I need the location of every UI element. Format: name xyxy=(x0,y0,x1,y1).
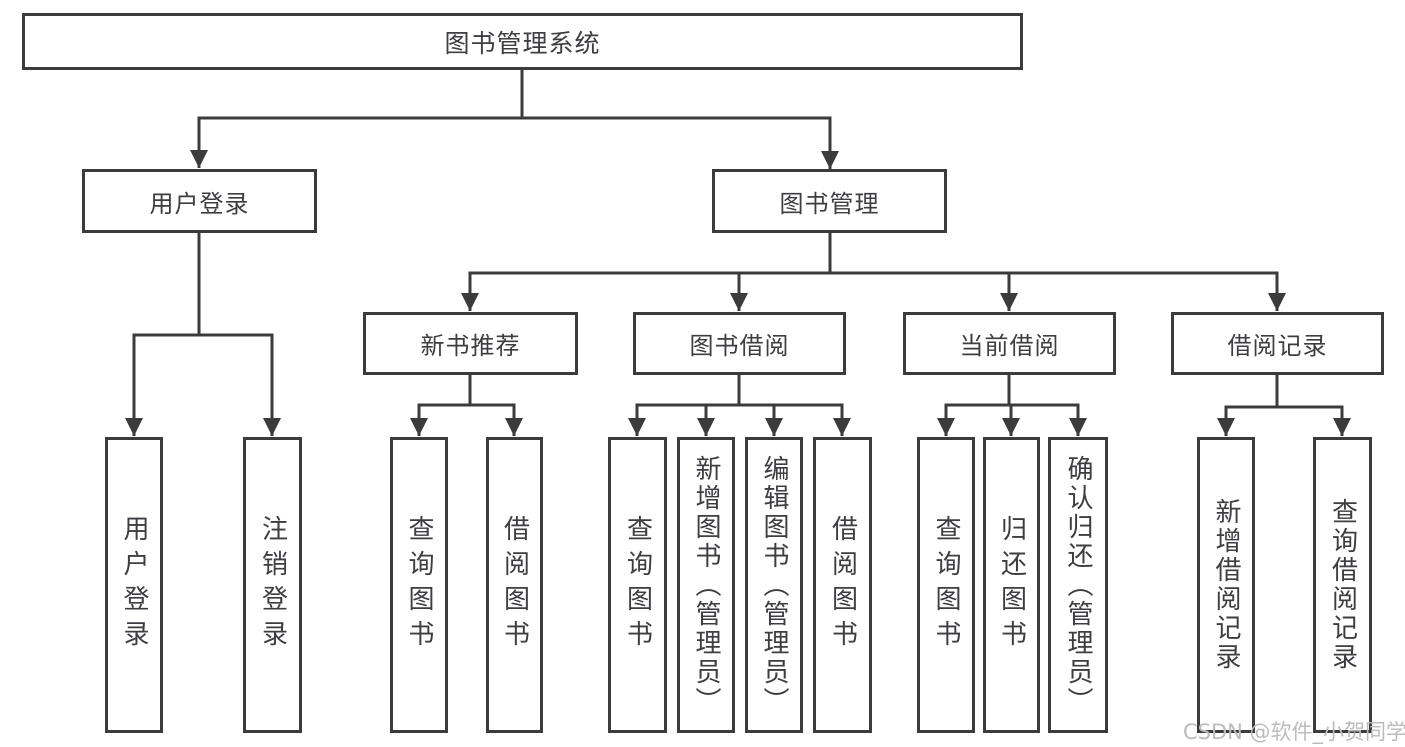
leaf-query-borrow-record: 查询借阅记录 xyxy=(1313,437,1372,733)
connector-book-borrow xyxy=(628,375,851,436)
connector-user-login xyxy=(125,233,281,436)
node-label: 查询图书 xyxy=(622,515,653,655)
node-label: 借阅图书 xyxy=(827,515,858,655)
leaf-user-login: 用户登录 xyxy=(105,437,163,733)
leaf-edit-books-admin: 编辑图书（管理员） xyxy=(745,437,803,733)
csdn-watermark: CSDN @软件_小贺同学 xyxy=(1183,720,1405,744)
node-label: 图书管理系统 xyxy=(444,28,601,58)
node-label: 当前借阅 xyxy=(959,332,1060,360)
node-label: 借阅图书 xyxy=(499,515,530,655)
node-label: 查询图书 xyxy=(404,515,434,655)
connector-borrow-record xyxy=(1217,375,1351,436)
node-label: 借阅记录 xyxy=(1227,332,1328,360)
leaf-borrow-books-recommend: 借阅图书 xyxy=(486,437,543,733)
node-label: 查询借阅记录 xyxy=(1327,498,1358,672)
node-label: 注销登录 xyxy=(257,515,288,655)
connector-root xyxy=(190,70,839,169)
leaf-query-books-borrow: 查询图书 xyxy=(608,437,667,733)
node-label: 新增借阅记录 xyxy=(1211,498,1241,672)
connector-current-borrow xyxy=(937,375,1087,436)
node-user-login: 用户登录 xyxy=(82,169,317,233)
leaf-borrow-books: 借阅图书 xyxy=(813,437,872,733)
node-label: 新增图书（管理员） xyxy=(691,454,721,716)
leaf-query-books-current: 查询图书 xyxy=(917,437,975,733)
node-label: 用户登录 xyxy=(149,189,250,218)
node-label: 新书推荐 xyxy=(420,332,521,360)
leaf-confirm-return-admin: 确认归还（管理员） xyxy=(1048,437,1108,733)
node-library-management-system: 图书管理系统 xyxy=(22,13,1023,70)
node-label: 查询图书 xyxy=(931,515,961,655)
leaf-query-books-recommend: 查询图书 xyxy=(390,437,448,733)
leaf-add-books-admin: 新增图书（管理员） xyxy=(677,437,735,733)
leaf-logout-login: 注销登录 xyxy=(243,437,302,733)
leaf-add-borrow-record: 新增借阅记录 xyxy=(1197,437,1255,733)
node-label: 图书借阅 xyxy=(689,332,790,360)
node-label: 确认归还（管理员） xyxy=(1063,454,1093,716)
leaf-return-books: 归还图书 xyxy=(983,437,1040,733)
node-label: 图书管理 xyxy=(779,189,880,218)
node-label: 编辑图书（管理员） xyxy=(759,454,789,716)
node-book-borrow: 图书借阅 xyxy=(633,312,846,375)
node-current-borrow: 当前借阅 xyxy=(903,312,1116,375)
node-label: 归还图书 xyxy=(996,515,1027,655)
connector-book-management xyxy=(461,233,1286,311)
node-borrow-record: 借阅记录 xyxy=(1171,312,1384,375)
node-label: 用户登录 xyxy=(119,515,149,655)
node-book-management: 图书管理 xyxy=(712,169,947,233)
connector-new-book-recommend xyxy=(410,375,523,436)
node-new-book-recommend: 新书推荐 xyxy=(363,312,578,375)
